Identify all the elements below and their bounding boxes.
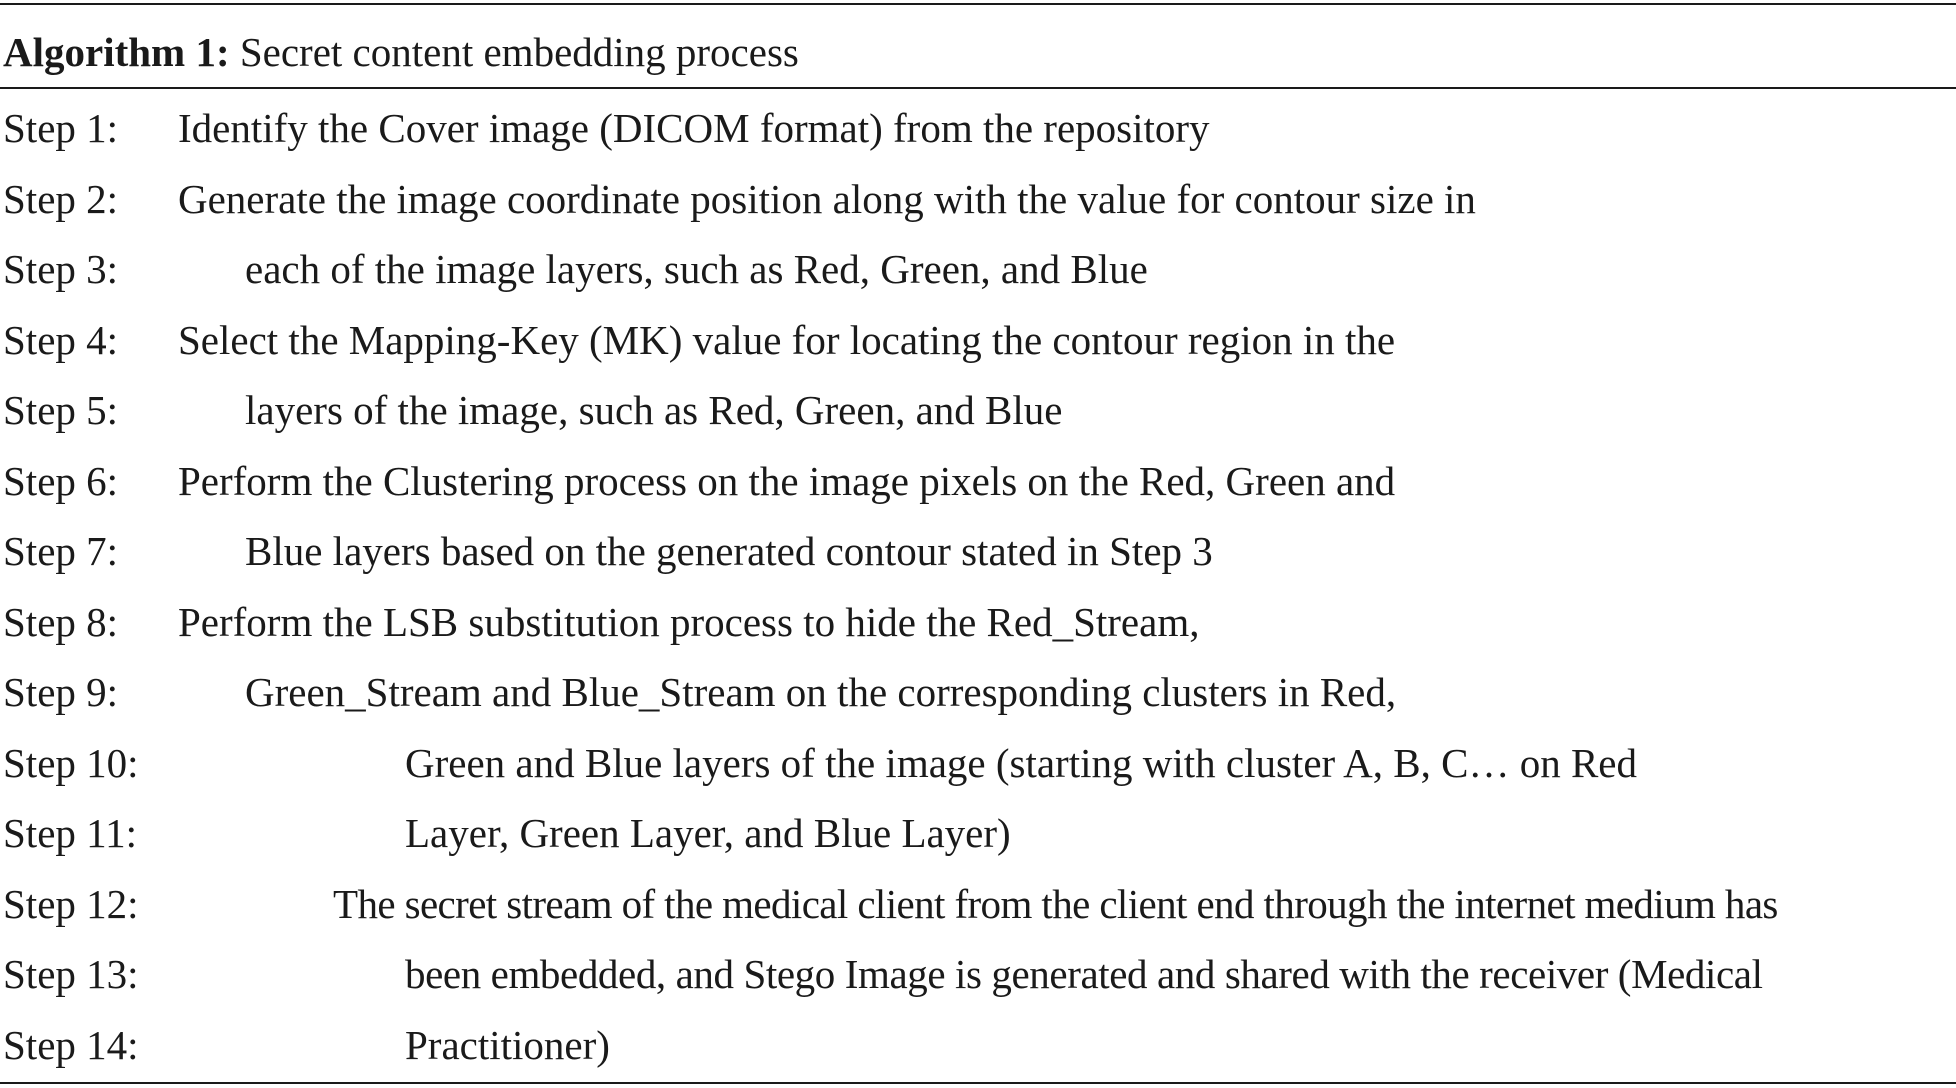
algorithm-caption: Algorithm 1: Secret content embedding pr… xyxy=(3,24,799,80)
step-text: Perform the Clustering process on the im… xyxy=(178,457,1396,504)
header-rule xyxy=(0,87,1956,89)
step-text: Select the Mapping-Key (MK) value for lo… xyxy=(178,316,1396,363)
bottom-rule xyxy=(0,1082,1956,1084)
step-label: Step 9: xyxy=(3,669,119,715)
step-row: Step 1: Identify the Cover image (DICOM … xyxy=(0,100,1956,171)
step-text: Practitioner) xyxy=(405,1021,610,1068)
step-row: Step 2: Generate the image coordinate po… xyxy=(0,171,1956,242)
step-row: Step 5: layers of the image, such as Red… xyxy=(0,382,1956,453)
step-row: Step 14: Practitioner) xyxy=(0,1017,1956,1088)
step-label: Step 3: xyxy=(3,246,119,292)
step-text: Green and Blue layers of the image (star… xyxy=(405,739,1638,786)
step-row: Step 10: Green and Blue layers of the im… xyxy=(0,735,1956,806)
step-label: Step 13: xyxy=(3,951,139,997)
step-row: Step 7: Blue layers based on the generat… xyxy=(0,523,1956,594)
step-label: Step 4: xyxy=(3,316,119,363)
step-text: Layer, Green Layer, and Blue Layer) xyxy=(405,810,1011,856)
step-text: Generate the image coordinate position a… xyxy=(178,175,1476,222)
step-row: Step 3: each of the image layers, such a… xyxy=(0,241,1956,312)
step-label: Step 10: xyxy=(3,739,139,786)
step-label: Step 12: xyxy=(3,880,139,927)
step-text: each of the image layers, such as Red, G… xyxy=(245,246,1148,292)
step-label: Step 6: xyxy=(3,457,119,504)
step-text: layers of the image, such as Red, Green,… xyxy=(245,387,1063,433)
step-row: Step 12: The secret stream of the medica… xyxy=(0,876,1956,947)
algorithm-title: Secret content embedding process xyxy=(239,29,799,75)
step-label: Step 7: xyxy=(3,528,119,574)
step-text: Perform the LSB substitution process to … xyxy=(178,598,1200,645)
step-label: Step 14: xyxy=(3,1021,139,1068)
step-label: Step 11: xyxy=(3,810,138,856)
steps-list: Step 1: Identify the Cover image (DICOM … xyxy=(0,100,1956,1087)
step-text: been embedded, and Stego Image is genera… xyxy=(405,951,1763,997)
step-row: Step 9: Green_Stream and Blue_Stream on … xyxy=(0,664,1956,735)
step-row: Step 13: been embedded, and Stego Image … xyxy=(0,946,1956,1017)
step-text: Blue layers based on the generated conto… xyxy=(245,528,1213,574)
step-row: Step 8: Perform the LSB substitution pro… xyxy=(0,594,1956,665)
step-label: Step 2: xyxy=(3,175,119,222)
step-text: Identify the Cover image (DICOM format) … xyxy=(178,105,1210,151)
step-row: Step 6: Perform the Clustering process o… xyxy=(0,453,1956,524)
step-label: Step 5: xyxy=(3,387,119,433)
step-text: Green_Stream and Blue_Stream on the corr… xyxy=(245,669,1397,715)
algorithm-label: Algorithm 1: xyxy=(3,29,230,75)
step-row: Step 4: Select the Mapping-Key (MK) valu… xyxy=(0,312,1956,383)
step-label: Step 8: xyxy=(3,598,119,645)
step-row: Step 11: Layer, Green Layer, and Blue La… xyxy=(0,805,1956,876)
top-rule xyxy=(0,3,1956,5)
step-label: Step 1: xyxy=(3,105,119,151)
step-text: The secret stream of the medical client … xyxy=(333,880,1778,927)
